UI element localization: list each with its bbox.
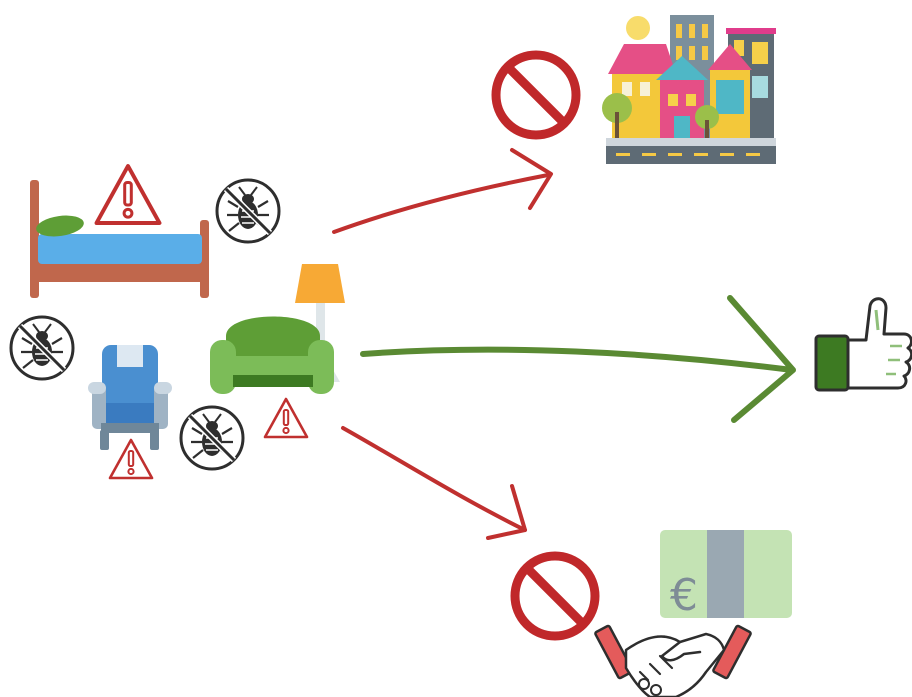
- prohibited-icon: [496, 55, 576, 135]
- prohibited-icon: [515, 556, 595, 636]
- handshake-icon: [595, 625, 752, 697]
- arrow-to-city: [334, 150, 551, 232]
- arrow-to-sale: [343, 428, 525, 538]
- euro-banknote-icon: €: [660, 530, 792, 621]
- city-buildings-icon: [602, 15, 776, 164]
- armchair-icon: [88, 345, 172, 450]
- thumbs-up-icon: [816, 299, 912, 390]
- currency-symbol: €: [670, 570, 698, 621]
- warning-icon: [110, 440, 152, 478]
- no-bedbug-icon: [11, 317, 73, 379]
- warning-icon: [265, 399, 307, 437]
- no-bedbug-icon: [217, 180, 279, 242]
- sofa-icon: [210, 317, 334, 395]
- warning-icon: [97, 166, 160, 223]
- no-bedbug-icon: [181, 407, 243, 469]
- arrow-to-thumbs-up: [363, 298, 793, 420]
